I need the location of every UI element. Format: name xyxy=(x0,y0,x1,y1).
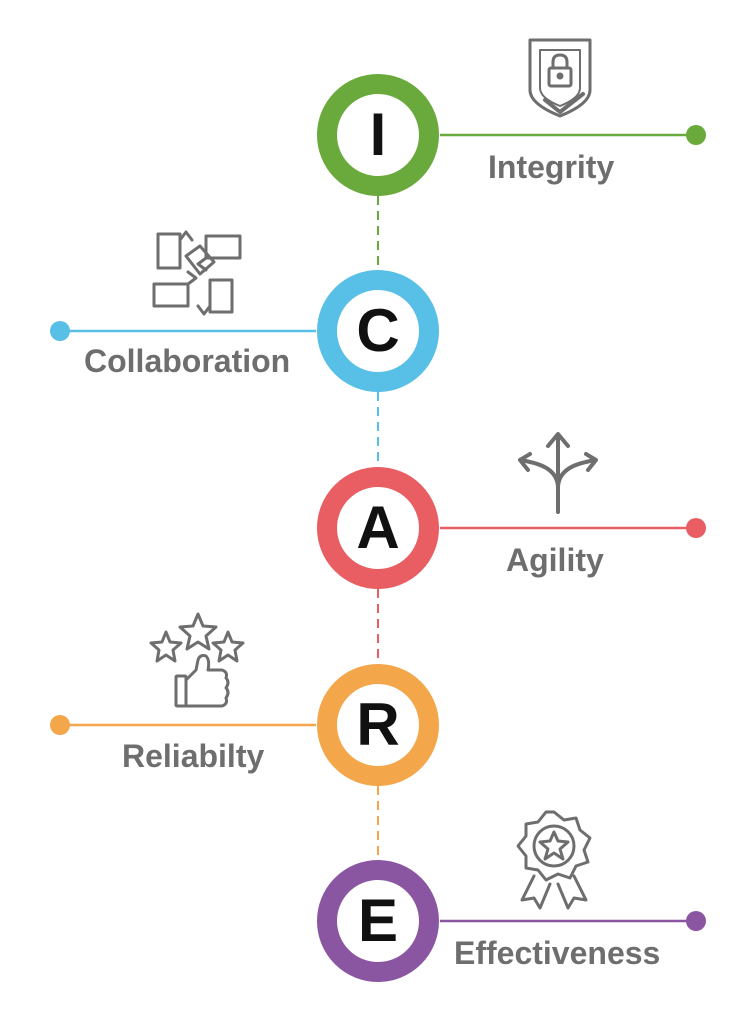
label-effectiveness: Effectiveness xyxy=(454,935,661,971)
letter-c: C xyxy=(356,297,400,364)
label-reliability: Reliabilty xyxy=(122,738,265,774)
hands-teamwork-icon xyxy=(152,230,242,316)
collaboration-ring xyxy=(317,270,439,392)
integrity-ring xyxy=(317,74,439,196)
letter-i: I xyxy=(369,101,387,168)
shield-lock-icon xyxy=(528,38,592,118)
reliability-ring xyxy=(317,664,439,786)
effectiveness-ring xyxy=(317,860,439,982)
diverging-arrows-icon xyxy=(518,432,598,514)
effectiveness-dot xyxy=(686,911,706,931)
label-collaboration: Collaboration xyxy=(84,343,291,379)
integrity-dot xyxy=(686,125,706,145)
collaboration-dot xyxy=(50,321,70,341)
agility-ring xyxy=(317,467,439,589)
letter-r: R xyxy=(356,691,400,758)
award-ribbon-icon xyxy=(516,810,592,910)
letter-e: E xyxy=(357,887,399,954)
agility-dot xyxy=(686,518,706,538)
label-agility: Agility xyxy=(506,542,604,578)
label-integrity: Integrity xyxy=(488,149,615,185)
stars-thumbs-up-icon xyxy=(149,612,245,708)
reliability-dot xyxy=(50,715,70,735)
letter-a: A xyxy=(356,494,400,561)
